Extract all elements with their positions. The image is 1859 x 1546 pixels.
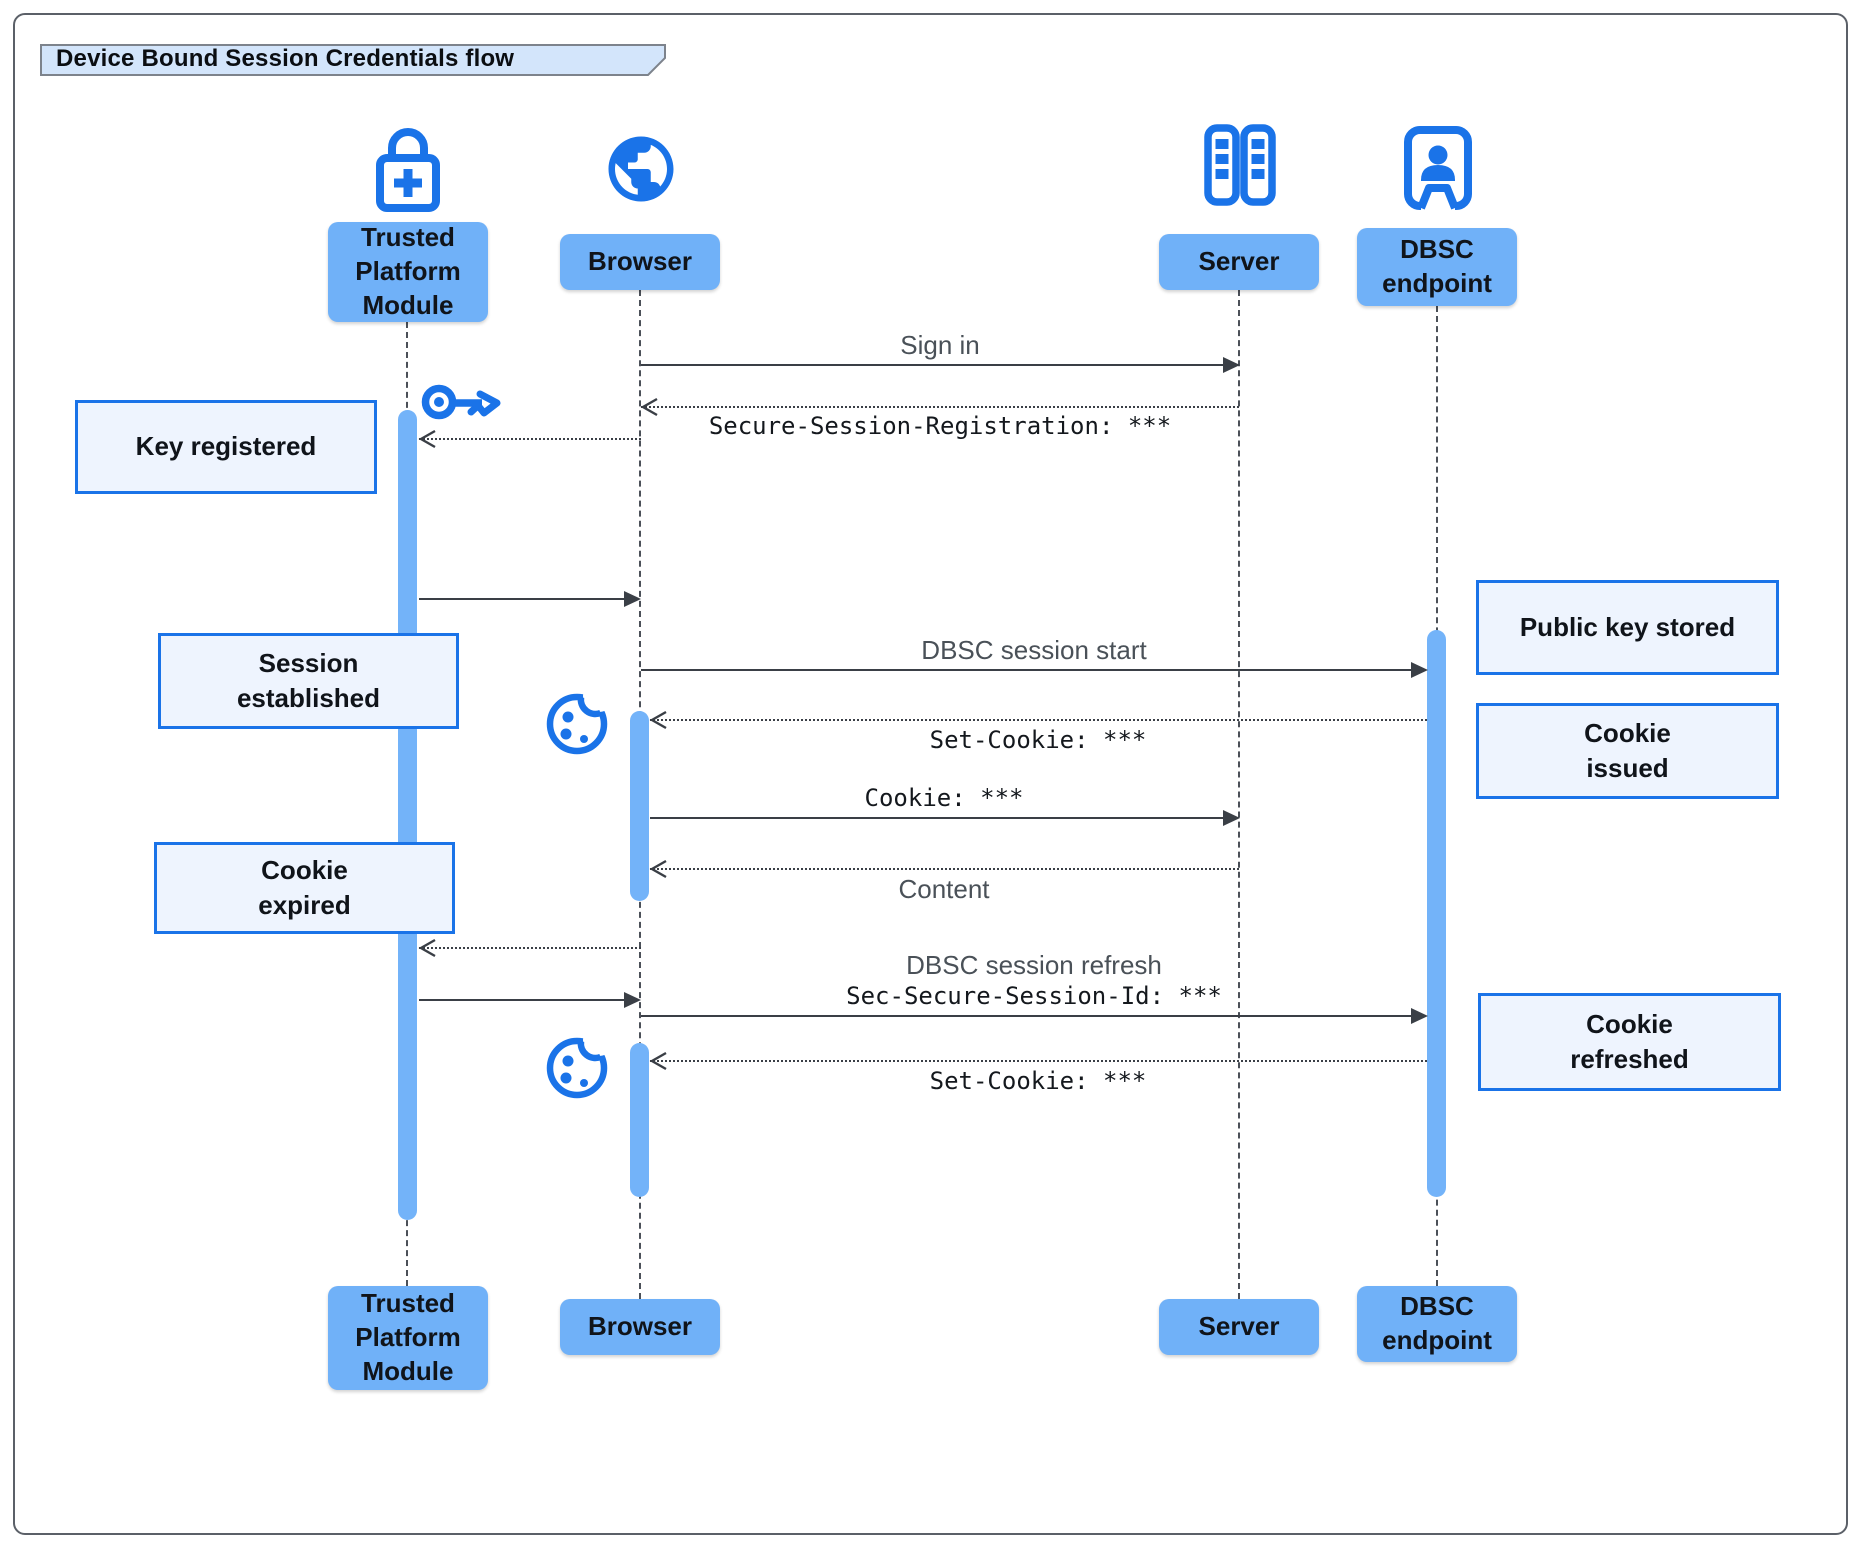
message-line-secure-session-registration xyxy=(641,406,1239,408)
message-label: Sign in xyxy=(900,330,980,360)
message-line-set-cookie-1 xyxy=(650,719,1427,721)
lifeline-server xyxy=(1238,290,1240,1299)
page-title: Device Bound Session Credentials flow xyxy=(56,45,515,72)
note-public-key-stored: Public key stored xyxy=(1476,580,1779,675)
participant-label: DBSC endpoint xyxy=(1382,1291,1492,1355)
server-rack-icon xyxy=(1204,124,1276,206)
lock-plus-icon xyxy=(376,128,440,212)
participant-label: Browser xyxy=(587,246,693,277)
activation-bar-browser-2 xyxy=(630,1043,649,1197)
message-line-refresh-sign-return xyxy=(419,999,624,1001)
participant-top-browser: Browser xyxy=(560,234,720,290)
participant-bottom-server: Server xyxy=(1159,1299,1319,1355)
message-line-content xyxy=(650,868,1239,870)
participant-bottom-browser: Browser xyxy=(560,1299,720,1355)
open-arrowhead-icon xyxy=(418,429,436,449)
endpoint-door-person-icon xyxy=(1404,126,1472,210)
message-line-cookie xyxy=(650,817,1223,819)
message-line-key-handoff xyxy=(419,438,641,440)
message-label: Set-Cookie: *** xyxy=(929,1067,1147,1095)
participant-label: Server xyxy=(1198,246,1280,277)
note-cookie-expired: Cookie expired xyxy=(154,842,455,934)
participant-label: Trusted Platform Module xyxy=(355,222,461,320)
filled-arrowhead-icon xyxy=(624,591,641,607)
diagram-frame xyxy=(13,13,1848,1535)
message-line-set-cookie-2 xyxy=(650,1060,1427,1062)
diagram-title-tab: Device Bound Session Credentials flow xyxy=(40,44,668,76)
filled-arrowhead-icon xyxy=(1411,1008,1428,1024)
note-key-registered: Key registered xyxy=(75,400,377,494)
activation-bar-browser-1 xyxy=(630,711,649,901)
cookie-icon xyxy=(546,682,614,755)
message-line-dbsc-session-start xyxy=(641,669,1411,671)
participant-bottom-tpm: Trusted Platform Module xyxy=(328,1286,488,1390)
note-cookie-refreshed: Cookie refreshed xyxy=(1478,993,1781,1091)
message-label: Cookie: *** xyxy=(864,784,1024,812)
participant-label: Server xyxy=(1198,1311,1280,1342)
message-sublabel: Sec-Secure-Session-Id: *** xyxy=(846,982,1222,1010)
message-label: Set-Cookie: *** xyxy=(929,726,1147,754)
participant-top-tpm: Trusted Platform Module xyxy=(328,222,488,322)
message-label: DBSC session start xyxy=(921,635,1147,665)
title-tab-shape xyxy=(40,44,666,76)
open-arrowhead-icon xyxy=(418,938,436,958)
message-line-sign-in xyxy=(641,364,1239,366)
open-arrowhead-icon xyxy=(640,397,658,417)
activation-bar-dbsc xyxy=(1427,630,1446,1197)
message-line-refresh-sign-request xyxy=(419,947,641,949)
message-label: DBSC session refresh xyxy=(906,950,1162,980)
key-icon xyxy=(421,384,501,420)
filled-arrowhead-icon xyxy=(1223,810,1240,826)
activation-bar-tpm xyxy=(398,410,417,1220)
participant-label: DBSC endpoint xyxy=(1382,234,1492,298)
filled-arrowhead-icon xyxy=(624,992,641,1008)
message-label: Secure-Session-Registration: *** xyxy=(708,412,1172,440)
message-line-dbsc-session-refresh xyxy=(641,1015,1411,1017)
participant-top-dbsc: DBSC endpoint xyxy=(1357,228,1517,306)
cookie-icon xyxy=(546,1026,614,1099)
participant-bottom-dbsc: DBSC endpoint xyxy=(1357,1286,1517,1362)
participant-top-server: Server xyxy=(1159,234,1319,290)
participant-label: Trusted Platform Module xyxy=(355,1288,461,1386)
note-cookie-issued: Cookie issued xyxy=(1476,703,1779,799)
open-arrowhead-icon xyxy=(649,1051,667,1071)
filled-arrowhead-icon xyxy=(1223,357,1240,373)
open-arrowhead-icon xyxy=(649,859,667,879)
participant-label: Browser xyxy=(587,1311,693,1342)
message-line-key-return xyxy=(419,598,624,600)
filled-arrowhead-icon xyxy=(1411,662,1428,678)
note-session-established: Session established xyxy=(158,633,459,729)
globe-icon xyxy=(608,136,674,202)
open-arrowhead-icon xyxy=(649,710,667,730)
message-label: Content xyxy=(898,874,990,904)
